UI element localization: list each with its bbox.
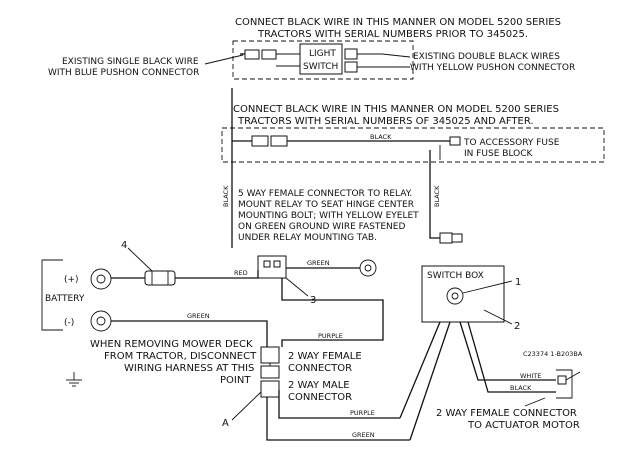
light-switch-line2: SWITCH bbox=[303, 62, 338, 72]
green-bottom-label: GREEN bbox=[352, 431, 375, 439]
green-relay-label: GREEN bbox=[307, 259, 330, 267]
green-bottom-wire bbox=[266, 397, 410, 441]
switch-knob bbox=[446, 287, 464, 305]
section-post-345025: CONNECT BLACK WIRE IN THIS MANNER ON MOD… bbox=[221, 104, 605, 163]
black-wire-left-label: BLACK bbox=[222, 185, 230, 207]
relay-note: 5 WAY FEMALE CONNECTOR TO RELAY. MOUNT R… bbox=[238, 189, 419, 243]
black-wire-right bbox=[429, 150, 440, 239]
purple-bottom-label: PURPLE bbox=[350, 409, 375, 417]
fuse-note-line1: TO ACCESSORY FUSE bbox=[463, 138, 560, 148]
red-wire-b bbox=[175, 270, 259, 279]
female-connector-line1: 2 WAY FEMALE bbox=[288, 351, 362, 362]
sb-purple-wire bbox=[399, 321, 441, 419]
right-note-line2: WITH YELLOW PUSHON CONNECTOR bbox=[410, 63, 575, 73]
ground-eyelet bbox=[359, 259, 377, 277]
right-note-leader-a bbox=[381, 53, 411, 58]
post-black-wire-label: BLACK bbox=[370, 133, 392, 141]
purple-top-wire bbox=[281, 278, 384, 347]
harness-note-line3: WIRING HARNESS AT THIS bbox=[124, 363, 254, 374]
harness-2-way-connector bbox=[260, 346, 280, 398]
motor-label-line1: 2 WAY FEMALE CONNECTOR bbox=[436, 408, 577, 419]
harness-note-line2: FROM TRACTOR, DISCONNECT bbox=[104, 351, 257, 362]
light-switch: LIGHT SWITCH bbox=[299, 43, 343, 75]
left-note-leader bbox=[204, 54, 244, 65]
pre-detail-box bbox=[232, 40, 414, 80]
switch-callout: 1 bbox=[515, 277, 521, 288]
black-wire-right-label: BLACK bbox=[433, 185, 441, 207]
relay-note-line3: MOUNTING BOLT; WITH YELLOW EYELET bbox=[238, 211, 419, 221]
harness-note-line1: WHEN REMOVING MOWER DECK bbox=[90, 339, 253, 350]
right-note-line1: EXISTING DOUBLE BLACK WIRES bbox=[413, 52, 560, 62]
battery-neg-terminal bbox=[90, 310, 112, 332]
battery-pos: (+) bbox=[64, 275, 79, 285]
green-battery-wire bbox=[111, 320, 268, 347]
left-note-line1: EXISTING SINGLE BLACK WIRE bbox=[62, 57, 199, 67]
figure-id: C23374 1-B203BA bbox=[523, 350, 583, 358]
fuse-callout: 4 bbox=[121, 240, 127, 251]
harness-callout-leader bbox=[231, 391, 262, 421]
white-wire-label: WHITE bbox=[520, 372, 541, 380]
switch-box-label: SWITCH BOX bbox=[427, 271, 484, 281]
switch-box: SWITCH BOX bbox=[421, 265, 513, 325]
male-connector-line1: 2 WAY MALE bbox=[288, 380, 350, 391]
purple-top-label: PURPLE bbox=[318, 332, 343, 340]
sb-black-wire bbox=[467, 321, 556, 393]
box-callout: 2 bbox=[514, 321, 520, 332]
relay-note-line1: 5 WAY FEMALE CONNECTOR TO RELAY. bbox=[238, 189, 412, 199]
green-battery-label: GREEN bbox=[187, 312, 210, 320]
female-connector-line2: CONNECTOR bbox=[288, 363, 352, 374]
black-motor-label: BLACK bbox=[510, 384, 532, 392]
actuator-motor-connector bbox=[524, 369, 581, 407]
battery-label: BATTERY bbox=[45, 294, 85, 304]
fuse-terminal bbox=[439, 136, 461, 160]
yellow-pushon-connector bbox=[344, 48, 382, 73]
section-pre-345025: CONNECT BLACK WIRE IN THIS MANNER ON MOD… bbox=[48, 17, 575, 80]
post-heading-line1: CONNECT BLACK WIRE IN THIS MANNER ON MOD… bbox=[233, 104, 559, 115]
ring-terminal-right bbox=[439, 232, 463, 244]
relay-note-line2: MOUNT RELAY TO SEAT HINGE CENTER bbox=[238, 200, 414, 210]
inline-connector-post bbox=[232, 135, 450, 147]
male-connector-line2: CONNECTOR bbox=[288, 392, 352, 403]
blue-pushon-connector bbox=[244, 49, 300, 67]
relay-note-line5: UNDER RELAY MOUNTING TAB. bbox=[238, 233, 377, 243]
relay-5-way-connector bbox=[257, 255, 309, 297]
red-wire-label: RED bbox=[234, 269, 248, 277]
battery-neg: (-) bbox=[64, 318, 74, 328]
relay-note-line4: ON GREEN GROUND WIRE FASTENED bbox=[238, 222, 405, 232]
purple-bottom-wire bbox=[278, 390, 400, 419]
sb-green-wire bbox=[409, 321, 451, 441]
left-note-line2: WITH BLUE PUSHON CONNECTOR bbox=[48, 68, 199, 78]
light-switch-line1: LIGHT bbox=[309, 49, 336, 59]
sb-white-wire bbox=[459, 321, 556, 381]
harness-note: WHEN REMOVING MOWER DECK FROM TRACTOR, D… bbox=[90, 339, 257, 386]
fuse-note-line2: IN FUSE BLOCK bbox=[464, 149, 534, 159]
harness-note-line4: POINT bbox=[220, 375, 251, 386]
pre-heading-line2: TRACTORS WITH SERIAL NUMBERS PRIOR TO 34… bbox=[257, 29, 528, 40]
battery: (+) (-) BATTERY bbox=[41, 259, 112, 332]
battery-pos-terminal bbox=[90, 268, 112, 290]
ground-symbol bbox=[66, 372, 82, 387]
inline-fuse-holder bbox=[127, 247, 176, 286]
harness-callout: A bbox=[222, 418, 229, 429]
pre-heading-line1: CONNECT BLACK WIRE IN THIS MANNER ON MOD… bbox=[235, 17, 561, 28]
post-heading-line2: TRACTORS WITH SERIAL NUMBERS OF 345025 A… bbox=[237, 116, 534, 127]
motor-label-line2: TO ACTUATOR MOTOR bbox=[467, 420, 580, 431]
